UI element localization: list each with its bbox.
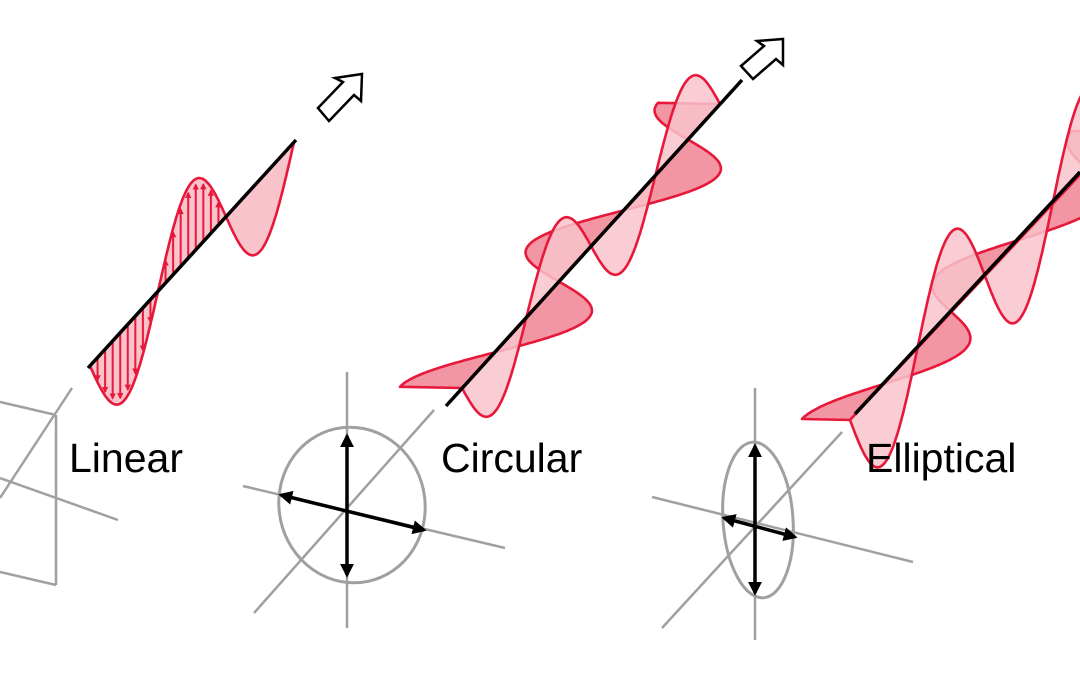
circular-horizontal-vector bbox=[278, 490, 427, 535]
linear-propagation-axis bbox=[86, 138, 298, 370]
elliptical-propagation-axis bbox=[853, 170, 1080, 416]
linear-wave bbox=[88, 140, 296, 406]
elliptical-horizontal-vector bbox=[721, 514, 798, 541]
linear-reference-plane bbox=[0, 387, 119, 587]
circular-polarization-ellipse bbox=[277, 425, 427, 585]
circular-propagation-arrow-icon bbox=[739, 37, 785, 81]
linear-panel: Linear bbox=[0, 72, 364, 587]
elliptical-panel: Elliptical bbox=[651, 95, 1080, 640]
circular-wave bbox=[398, 73, 723, 419]
circular-label: Circular bbox=[441, 435, 582, 481]
circular-propagation-axis bbox=[444, 78, 744, 408]
elliptical-label: Elliptical bbox=[866, 435, 1016, 481]
linear-label: Linear bbox=[69, 435, 183, 481]
circular-cross-section bbox=[242, 372, 506, 628]
linear-propagation-arrow-icon bbox=[316, 72, 364, 123]
elliptical-cross-section bbox=[651, 388, 914, 640]
elliptical-wave bbox=[800, 95, 1080, 469]
circular-panel: Circular bbox=[242, 37, 785, 628]
